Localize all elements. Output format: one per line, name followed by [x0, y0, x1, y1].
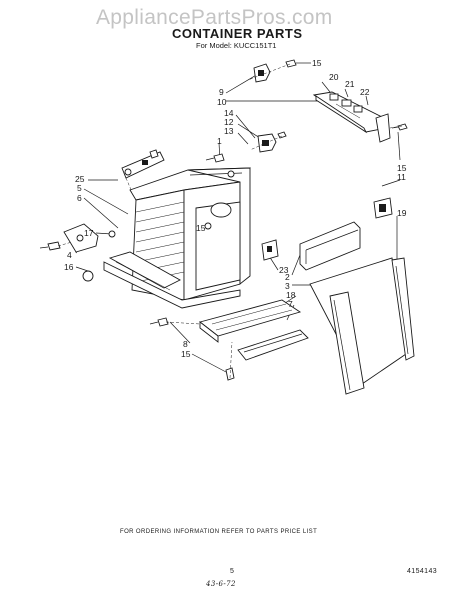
- callout-3: 3: [285, 281, 290, 291]
- callout-6: 6: [77, 193, 82, 203]
- assembly-guides: [57, 63, 403, 379]
- screw-right: [391, 123, 408, 131]
- callout-25: 25: [75, 174, 85, 184]
- handle-cap: [373, 197, 393, 219]
- left-bracket: [121, 149, 165, 193]
- callout-22: 22: [360, 87, 370, 97]
- callout-17: 17: [84, 228, 94, 238]
- callout-2: 2: [285, 272, 290, 282]
- callout-15: 15: [196, 223, 206, 233]
- screw-top: [205, 153, 225, 163]
- handwritten-note: 43-6-72: [206, 580, 236, 588]
- document-number: 4154143: [407, 568, 438, 575]
- door-panel: [309, 257, 415, 395]
- control-bracket: [312, 91, 391, 143]
- callout-14: 14: [224, 108, 234, 118]
- callout-15: 15: [312, 58, 322, 68]
- callout-11: 11: [397, 172, 406, 182]
- callout-20: 20: [329, 72, 339, 82]
- callout-10: 10: [217, 97, 227, 107]
- callout-16: 16: [64, 262, 74, 272]
- screw-bottom: [149, 317, 235, 381]
- callout-1: 1: [217, 136, 222, 146]
- callout-15: 15: [181, 349, 191, 359]
- callout-21: 21: [345, 79, 355, 89]
- diagram-title: CONTAINER PARTS: [172, 26, 303, 41]
- door-clip: [261, 239, 279, 261]
- callout-9: 9: [219, 87, 224, 97]
- door-handle: [299, 221, 361, 271]
- watermark: AppliancePartsPros.com: [96, 6, 333, 29]
- top-bracket: [253, 59, 297, 83]
- callout-23: 23: [279, 265, 289, 275]
- drawer-assembly: [199, 299, 309, 361]
- callout-4: 4: [67, 250, 72, 260]
- callout-19: 19: [397, 208, 407, 218]
- callout-8: 8: [183, 339, 188, 349]
- side-bracket: [39, 223, 116, 282]
- hinge-bracket: [257, 131, 287, 153]
- container-body: [129, 167, 251, 301]
- base-shelf: [103, 251, 241, 309]
- callout-5: 5: [77, 183, 82, 193]
- model-line: For Model: KUCC151T1: [196, 41, 277, 50]
- callout-7: 7: [288, 299, 293, 309]
- ordering-note: FOR ORDERING INFORMATION REFER TO PARTS …: [120, 529, 318, 535]
- page-number: 5: [230, 568, 235, 575]
- callout-13: 13: [224, 126, 234, 136]
- callout-12: 12: [224, 117, 234, 127]
- callout-15: 15: [397, 163, 407, 173]
- callout-18: 18: [286, 290, 296, 300]
